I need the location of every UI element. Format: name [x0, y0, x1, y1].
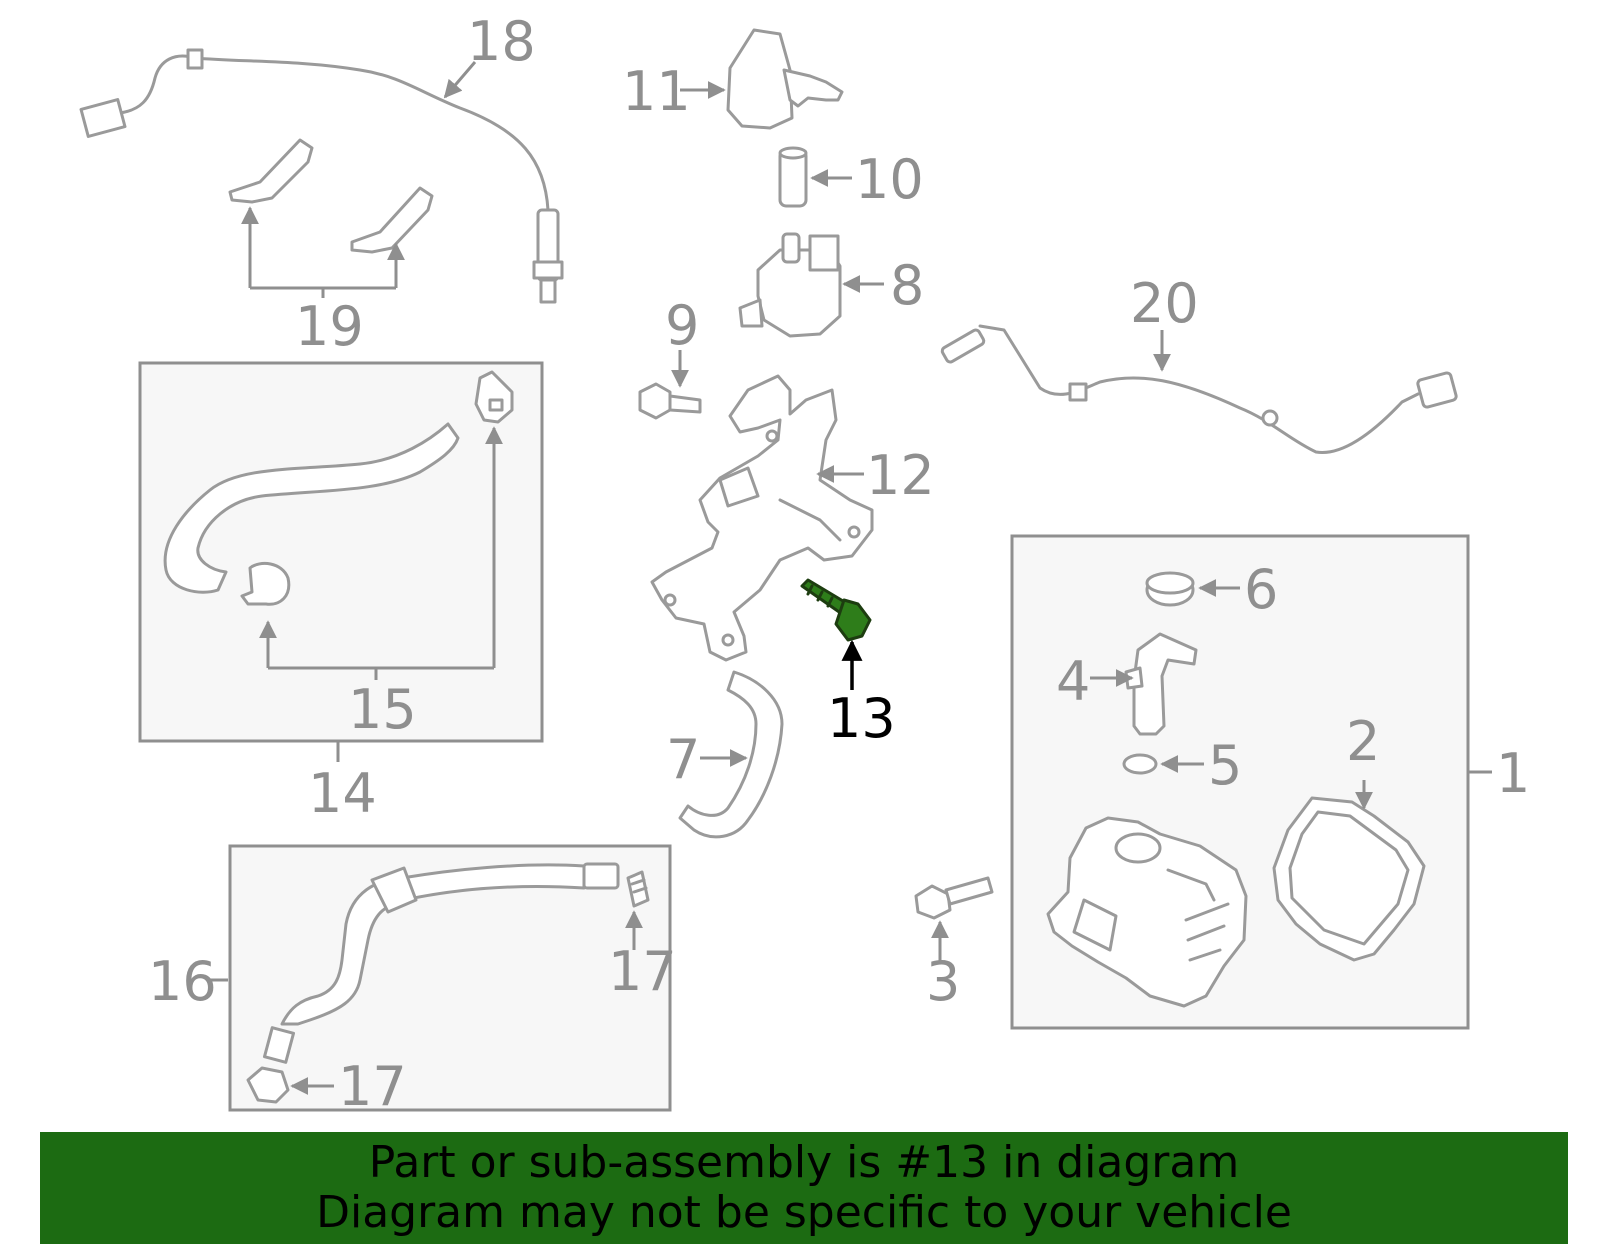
- callout-1: 1: [1496, 742, 1530, 805]
- banner-line-1: Part or sub-assembly is #13 in diagram: [368, 1137, 1240, 1188]
- part-11-solenoid[interactable]: [726, 28, 844, 130]
- callout-17-upper: 17: [608, 940, 677, 1003]
- callout-15: 15: [348, 678, 417, 741]
- callout-5: 5: [1208, 734, 1242, 797]
- callout-13: 13: [827, 687, 896, 750]
- callout-17-lower: 17: [338, 1055, 407, 1118]
- part-9-bolt[interactable]: [638, 382, 702, 420]
- part-12-bracket[interactable]: [650, 374, 874, 662]
- callout-7: 7: [666, 728, 700, 791]
- part-2-gasket[interactable]: [1272, 796, 1426, 962]
- part-20-oxygen-sensor[interactable]: [940, 324, 1458, 454]
- callout-4: 4: [1056, 650, 1090, 713]
- part-13-bolt-highlighted[interactable]: [800, 578, 872, 642]
- part-15-hose-with-clamps[interactable]: [163, 370, 514, 606]
- callout-19: 19: [295, 295, 364, 358]
- part-18-oxygen-sensor[interactable]: [79, 48, 564, 304]
- callout-2: 2: [1346, 710, 1380, 773]
- callout-9: 9: [665, 294, 699, 357]
- callout-3: 3: [926, 950, 960, 1013]
- part-5-o-ring[interactable]: [1122, 753, 1158, 775]
- part-17-clip-upper[interactable]: [626, 870, 650, 908]
- callout-12: 12: [866, 444, 935, 507]
- part-19-brackets[interactable]: [228, 138, 434, 254]
- callout-11: 11: [622, 60, 691, 123]
- part-16-hose[interactable]: [262, 862, 620, 1064]
- part-10-spacer[interactable]: [778, 146, 808, 208]
- callout-10: 10: [855, 148, 924, 211]
- info-banner: Part or sub-assembly is #13 in diagram D…: [40, 1132, 1568, 1244]
- callout-8: 8: [890, 254, 924, 317]
- callout-20: 20: [1130, 272, 1199, 335]
- callout-6: 6: [1244, 558, 1278, 621]
- callout-16: 16: [148, 950, 217, 1013]
- part-7-hose[interactable]: [678, 670, 784, 839]
- part-8-purge-valve[interactable]: [738, 232, 842, 338]
- part-6-seal[interactable]: [1145, 571, 1195, 607]
- part-3-bolt[interactable]: [914, 876, 994, 920]
- banner-line-2: Diagram may not be specific to your vehi…: [316, 1187, 1292, 1238]
- callout-14: 14: [308, 762, 377, 825]
- part-1-oil-separator[interactable]: [1046, 816, 1248, 1008]
- box-assembly-14: [138, 361, 544, 743]
- callout-18: 18: [467, 10, 536, 73]
- part-17-clip-lower[interactable]: [246, 1066, 290, 1104]
